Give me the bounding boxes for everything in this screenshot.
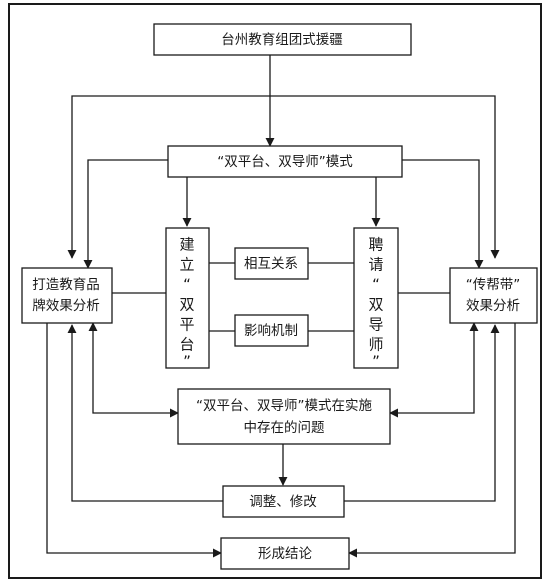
connectors: [46, 55, 516, 558]
mentoring-label-line-1: “传帮带”: [466, 277, 521, 293]
box-hire-mentor: [353, 227, 399, 369]
box-top: [153, 23, 412, 56]
outer-frame: [8, 3, 542, 579]
labels: 台州教育组团式援疆 “双平台、双导师”模式 相互关系 影响机制 打造教育品 牌效…: [32, 32, 520, 562]
problems-label-line-1: “双平台、双导师”模式在实施: [196, 398, 372, 414]
mentor-char-5: 师: [368, 336, 383, 354]
arrow-mentoring-to-conclusion: [348, 323, 516, 558]
box-conclusion: [220, 537, 350, 570]
arrow-brand-to-conclusion: [46, 323, 222, 558]
mentor-char-2: “: [372, 276, 380, 294]
conclusion-label: 形成结论: [258, 546, 312, 562]
arrow-brand-problems: [88, 322, 179, 418]
mentor-char-1: 请: [368, 256, 383, 274]
mentor-char-6: ”: [372, 353, 380, 371]
vertical-labels: 建 立 “ 双 平 台 ” 聘 请 “ 双 导 师 ”: [179, 236, 383, 371]
box-problems: [177, 388, 391, 445]
arrow-adjust-to-mentoring: [344, 324, 500, 502]
top-label: 台州教育组团式援疆: [221, 32, 343, 48]
mentor-char-4: 导: [368, 316, 383, 334]
box-mentoring-analysis: [449, 267, 538, 324]
mentor-char-0: 聘: [368, 236, 383, 254]
arrow-mentoring-problems: [389, 322, 479, 418]
boxes: [21, 23, 538, 570]
box-adjust: [222, 485, 345, 518]
box-build-platform: [165, 227, 210, 369]
mentoring-label-line-2: 效果分析: [466, 298, 520, 314]
mentor-char-3: 双: [368, 296, 383, 314]
mode-label: “双平台、双导师”模式: [217, 154, 353, 170]
box-mechanism: [234, 314, 309, 347]
platform-char-2: “: [183, 276, 191, 294]
platform-char-6: ”: [183, 353, 191, 371]
platform-char-0: 建: [179, 236, 194, 254]
platform-char-5: 台: [179, 336, 194, 354]
adjust-label: 调整、修改: [249, 494, 317, 510]
arrow-top-to-analyses: [67, 95, 500, 259]
brand-label-line-1: 打造教育品: [32, 276, 100, 293]
arrow-adjust-to-brand: [67, 324, 223, 502]
box-relation: [234, 247, 309, 280]
box-brand-analysis: [21, 267, 113, 324]
platform-char-3: 双: [179, 296, 194, 314]
brand-label-line-2: 牌效果分析: [32, 297, 100, 314]
mechanism-label: 影响机制: [244, 323, 298, 339]
arrow-mode-to-brand: [83, 159, 168, 269]
box-mode: [167, 145, 403, 178]
problems-label-line-2: 中存在的问题: [244, 420, 325, 436]
platform-char-1: 立: [179, 256, 194, 274]
relation-label: 相互关系: [244, 256, 298, 272]
arrow-mode-to-mentoring: [402, 159, 484, 269]
platform-char-4: 平: [179, 316, 194, 334]
